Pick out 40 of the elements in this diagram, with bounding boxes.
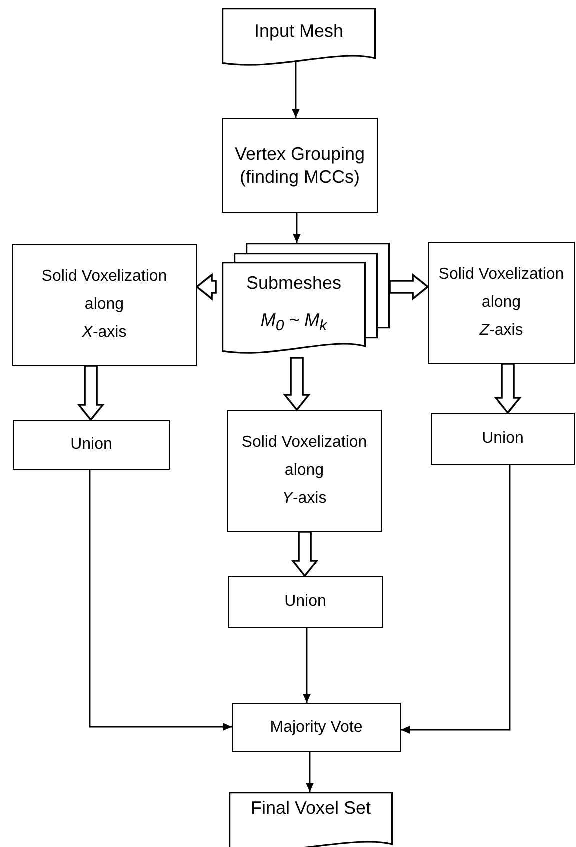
block-arrow	[291, 531, 319, 578]
block-arrow	[196, 273, 217, 301]
node-label: along	[84, 295, 124, 315]
arrow	[292, 60, 300, 118]
node-label: Union	[284, 592, 326, 612]
node-label: Final Voxel Set	[250, 796, 372, 820]
node-title: Solid Voxelization	[42, 267, 168, 287]
process-box	[228, 576, 383, 628]
block-arrow	[77, 365, 105, 422]
arrow	[303, 628, 311, 703]
process-box	[232, 703, 401, 752]
process-box	[12, 244, 197, 366]
block-arrow	[283, 357, 311, 412]
arrow	[306, 752, 314, 792]
math-expression: M$_{0}$ ~ M$_{k}$	[260, 308, 328, 336]
document-shape	[229, 792, 393, 847]
arrow	[401, 465, 511, 734]
block-arrow	[389, 273, 430, 301]
process-box	[227, 410, 382, 532]
block-arrow	[494, 363, 522, 414]
node-label: X-axis	[82, 323, 127, 343]
node-label: Y-axis	[282, 489, 327, 509]
node-label: Union	[482, 429, 524, 449]
node-label: Majority Vote	[270, 718, 363, 738]
node-label: Union	[70, 435, 112, 455]
node-label: along	[482, 293, 522, 313]
node-title: Solid Voxelization	[242, 433, 368, 453]
process-box	[222, 118, 378, 213]
node-label: along	[284, 461, 324, 481]
document-shape	[222, 8, 376, 68]
node-label: Z-axis	[480, 321, 524, 341]
arrow	[293, 213, 301, 243]
process-box	[13, 420, 170, 470]
node-label: Input Mesh	[254, 20, 344, 42]
node-title: Submeshes	[246, 272, 342, 295]
process-box	[431, 413, 575, 465]
process-box	[428, 242, 575, 364]
node-title: Solid Voxelization	[438, 265, 564, 285]
node-label: Vertex Grouping (finding MCCs)	[234, 143, 366, 188]
arrow	[89, 470, 232, 731]
